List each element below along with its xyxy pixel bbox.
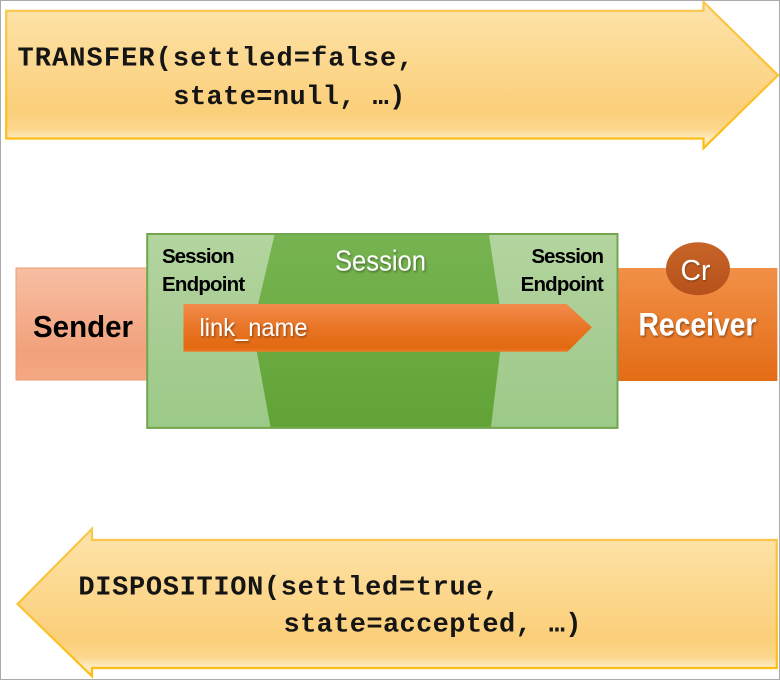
svg-text:DISPOSITION(settled=true,: DISPOSITION(settled=true, xyxy=(78,573,499,603)
svg-text:link_name: link_name xyxy=(200,314,308,342)
svg-text:Receiver: Receiver xyxy=(639,307,757,343)
svg-text:Endpoint: Endpoint xyxy=(162,273,245,296)
svg-text:Cr: Cr xyxy=(680,255,711,287)
svg-text:Session: Session xyxy=(531,245,603,268)
svg-text:Endpoint: Endpoint xyxy=(521,273,604,296)
svg-text:Session: Session xyxy=(335,245,426,277)
svg-text:state=null, …): state=null, …) xyxy=(173,83,405,113)
svg-text:Sender: Sender xyxy=(33,309,133,344)
svg-text:state=accepted, …): state=accepted, …) xyxy=(284,610,582,640)
svg-text:TRANSFER(settled=false,: TRANSFER(settled=false, xyxy=(18,45,414,75)
svg-text:Session: Session xyxy=(162,245,234,268)
